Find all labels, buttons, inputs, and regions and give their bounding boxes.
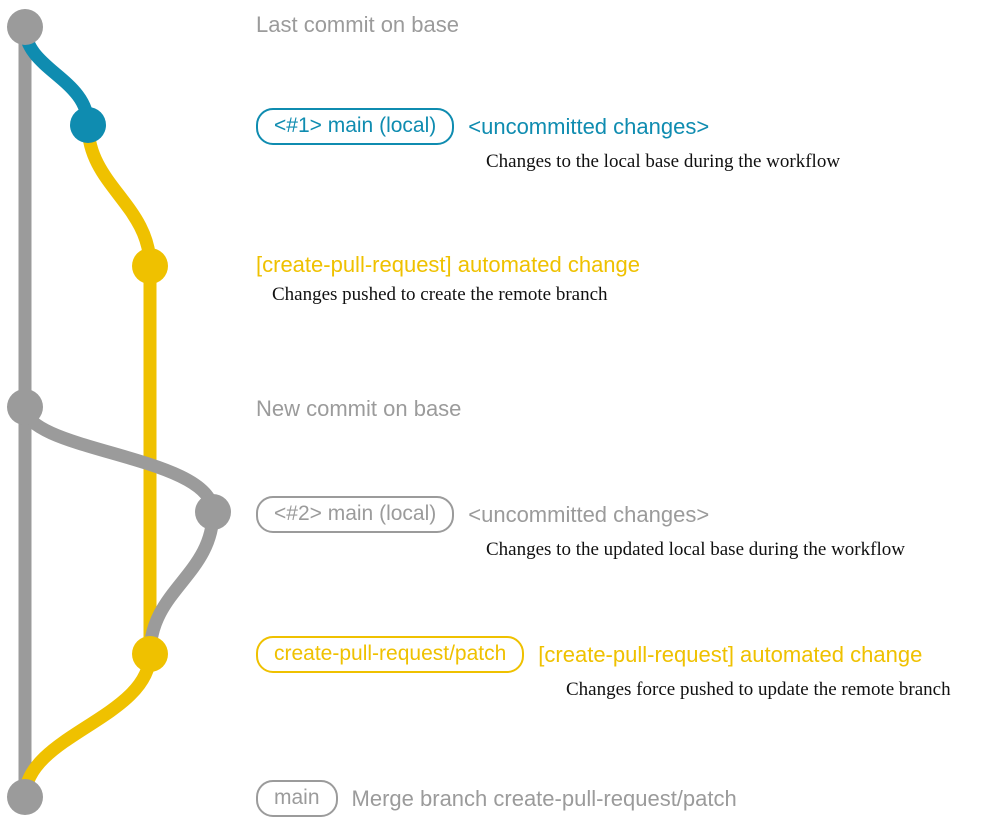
commit-node-patch-1[interactable] [132,248,168,284]
commit-graph [7,9,231,815]
entry-local-uncommitted-2: <#2> main (local) <uncommitted changes> … [256,496,905,562]
branch-pill-local-2[interactable]: <#2> main (local) [256,496,455,534]
branch-pill-local-1[interactable]: <#1> main (local) [256,108,455,146]
entry-headline: <uncommitted changes> [468,113,710,139]
entry-headline: [create-pull-request] automated change [256,252,641,277]
entry-merge-commit: main Merge branch create-pull-request/pa… [256,780,737,818]
entry-subtext: Changes pushed to create the remote bran… [272,284,608,306]
commit-node-base-head[interactable] [7,9,43,45]
entry-headline: <uncommitted changes> [468,501,710,527]
branch-pill-main[interactable]: main [256,780,338,818]
entry-automated-change-2: create-pull-request/patch [create-pull-r… [256,636,951,702]
commit-node-patch-2[interactable] [132,636,168,672]
entry-automated-change-1: [create-pull-request] automated change C… [256,252,640,307]
entry-headline: Merge branch create-pull-request/patch [351,785,737,811]
commit-node-base-new[interactable] [7,389,43,425]
edge-patch2-to-merge [18,647,157,804]
edge-basenew-to-local2 [18,400,220,519]
entry-subtext: Changes to the local base during the wor… [486,151,841,173]
edge-local2-to-patch2 [143,505,220,661]
branch-pill-patch[interactable]: create-pull-request/patch [256,636,525,674]
entry-headline: [create-pull-request] automated change [538,641,923,667]
entry-last-commit-on-base: Last commit on base [256,12,459,37]
edge-local1-to-patch1 [81,118,157,273]
commit-node-merge[interactable] [7,779,43,815]
commit-node-local-1[interactable] [70,107,106,143]
entry-local-uncommitted-1: <#1> main (local) <uncommitted changes> … [256,108,840,174]
entry-headline: Last commit on base [256,12,459,37]
entry-headline: New commit on base [256,396,462,421]
entry-subtext: Changes force pushed to update the remot… [566,679,951,701]
entry-new-commit-on-base: New commit on base [256,396,461,421]
entry-subtext: Changes to the updated local base during… [486,539,905,561]
commit-node-local-2[interactable] [195,494,231,530]
